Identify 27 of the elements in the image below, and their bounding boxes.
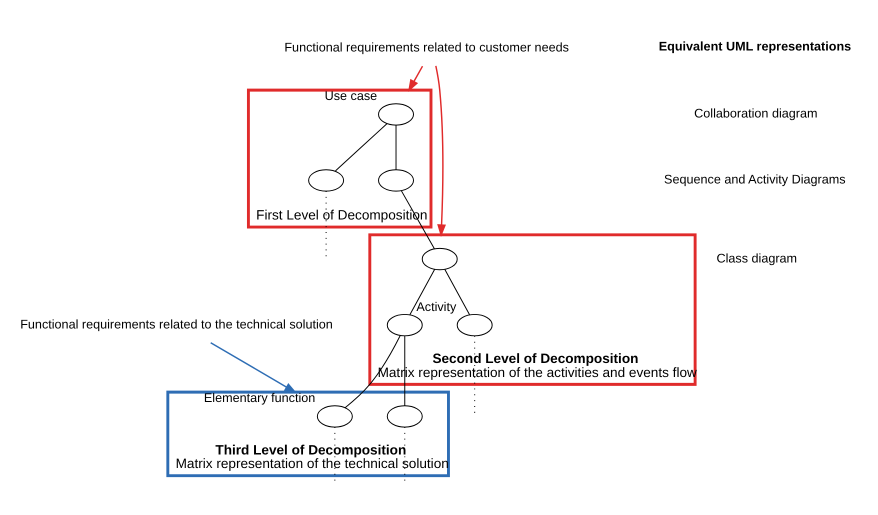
connector xyxy=(396,124,397,170)
node-label: Activity xyxy=(416,300,456,314)
connector xyxy=(404,336,406,406)
label: Equivalent UML representations xyxy=(658,40,852,54)
node-circle xyxy=(456,314,493,336)
connector xyxy=(400,190,435,250)
label: Class diagram xyxy=(716,251,798,266)
arrow xyxy=(210,342,297,394)
connector xyxy=(344,335,401,408)
node-circle xyxy=(308,169,344,192)
label: Sequence and Activity Diagrams xyxy=(664,172,846,187)
arrow xyxy=(435,66,446,238)
node-circle xyxy=(422,248,458,270)
node-circle xyxy=(378,169,414,192)
connector xyxy=(409,269,436,316)
arrow xyxy=(408,66,424,92)
node-text: Functional requirements related to customer needs xyxy=(284,40,569,55)
connector xyxy=(334,123,388,172)
label: Collaboration diagram xyxy=(694,106,818,121)
connector xyxy=(444,269,470,316)
node-label: Elementary function xyxy=(204,391,316,406)
node-label: Use case xyxy=(324,89,378,104)
node-text: Functional requirements related to the technical solution xyxy=(20,317,333,332)
node-circle xyxy=(386,405,423,428)
node-circle xyxy=(386,314,423,336)
node-circle xyxy=(378,103,414,126)
node-circle xyxy=(316,405,353,428)
